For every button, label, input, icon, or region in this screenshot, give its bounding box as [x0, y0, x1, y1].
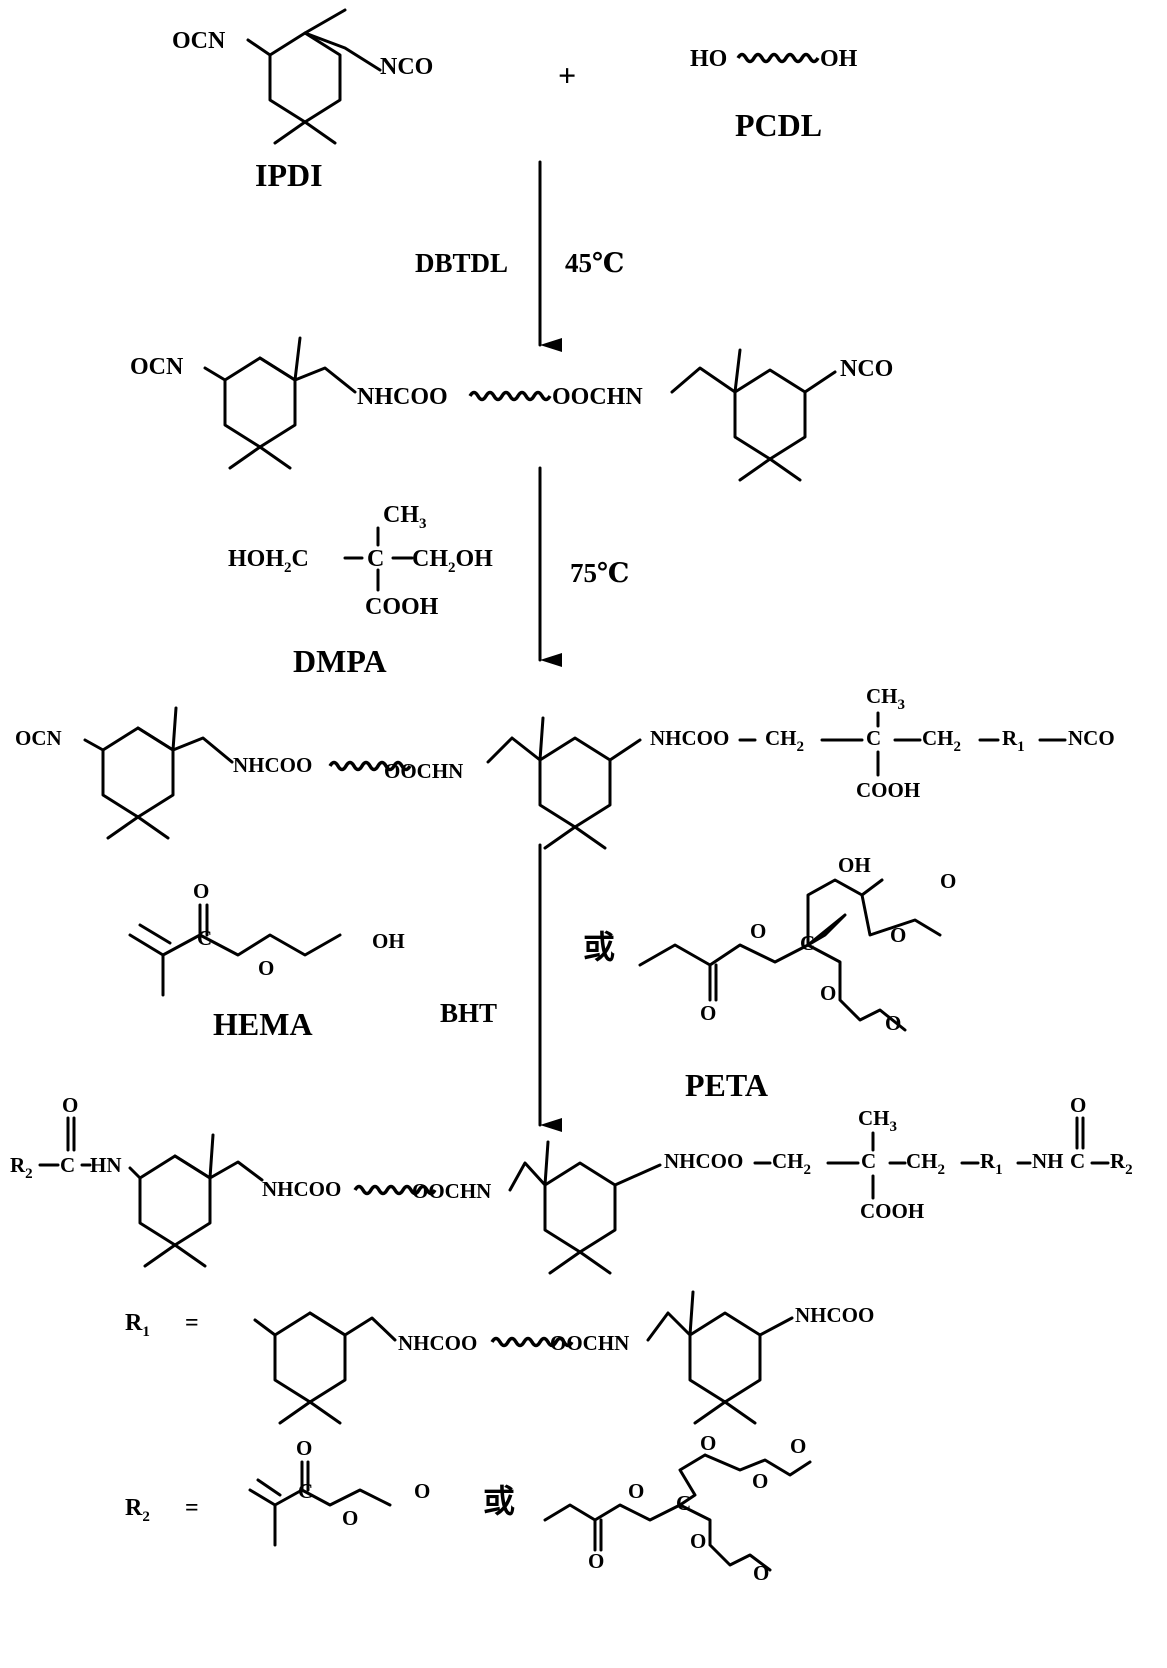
- dmpa-structure: CH3 HOH2C C CH2OH COOH DMPA: [228, 502, 493, 679]
- hema-carbonyl-o: O: [193, 879, 209, 903]
- product-link-right: OOCHN: [412, 1179, 491, 1203]
- product-o-left: O: [62, 1093, 78, 1117]
- r1-def-label: R1: [125, 1310, 150, 1340]
- peta-o-3: O: [890, 923, 906, 947]
- r2-peta-c: C: [676, 1491, 691, 1515]
- product-cooh: COOH: [860, 1199, 924, 1223]
- r2-peta-o7: O: [753, 1561, 769, 1585]
- r2-hema-o1: O: [296, 1436, 312, 1460]
- r1-link-right: OOCHN: [550, 1331, 629, 1355]
- r2-def-equals: =: [185, 1495, 199, 1521]
- temperature-75: 75℃: [570, 558, 629, 588]
- product-c-left: C: [60, 1153, 75, 1177]
- peta-center-c: C: [800, 931, 815, 955]
- product-link3: NHCOO: [664, 1149, 743, 1173]
- r2-peta-o6: O: [690, 1529, 706, 1553]
- product-structure: R2 C O HN NHCOO OOCHN NHCOO CH2 C CH3 CH…: [10, 1093, 1133, 1273]
- dmpa-right: CH2OH: [412, 546, 493, 576]
- prepolymer2-ch2a: CH2: [765, 726, 804, 755]
- r1-definition: R1 = NHCOO OOCHN NHCOO: [125, 1292, 874, 1423]
- r2-def-label: R2: [125, 1495, 150, 1525]
- pcdl-oh: OH: [820, 46, 858, 72]
- product-r2-right: R2: [1110, 1149, 1133, 1178]
- prepolymer1-link-left: NHCOO: [357, 384, 448, 410]
- catalyst-label: DBTDL: [415, 248, 508, 278]
- dmpa-center-c: C: [367, 546, 384, 572]
- hema-name: HEMA: [213, 1006, 313, 1042]
- product-c-right: C: [1070, 1149, 1085, 1173]
- ipdi-name: IPDI: [255, 157, 323, 193]
- dmpa-name: DMPA: [293, 643, 387, 679]
- pcdl-structure: HO OH PCDL: [690, 46, 858, 143]
- dmpa-left: HOH2C: [228, 546, 309, 576]
- pcdl-name: PCDL: [735, 107, 822, 143]
- peta-name: PETA: [685, 1067, 768, 1103]
- arrow-step2: 75℃: [540, 468, 629, 660]
- r2-peta-o1: O: [700, 1431, 716, 1455]
- arrow-step1: DBTDL 45℃: [415, 162, 624, 345]
- prepolymer1-ocn: OCN: [130, 354, 184, 380]
- peta-o-6: O: [885, 1011, 901, 1035]
- r2-hema-o2: O: [342, 1506, 358, 1530]
- product-center-c: C: [861, 1149, 876, 1173]
- hema-c: C: [197, 926, 212, 950]
- prepolymer2-r1: R1: [1002, 726, 1025, 755]
- product-hn: HN: [90, 1153, 122, 1177]
- product-nh: NH: [1032, 1149, 1064, 1173]
- ipdi-nco-label: NCO: [380, 54, 433, 80]
- r2-definition: R2 = O C O O 或 C O O O O O O O: [125, 1431, 810, 1585]
- or-label-1: 或: [583, 929, 615, 965]
- pcdl-ho: HO: [690, 46, 727, 72]
- ipdi-ocn-label: OCN: [172, 28, 226, 54]
- peta-o-1: O: [750, 919, 766, 943]
- ipdi-structure: OCN NCO IPDI: [172, 10, 433, 193]
- prepolymer2-link-left: NHCOO: [233, 753, 312, 777]
- prepolymer2-center-c: C: [866, 726, 881, 750]
- product-ch2b: CH2: [906, 1149, 945, 1178]
- r2-hema-c: C: [298, 1479, 313, 1503]
- hema-structure: O C O OH HEMA: [130, 879, 405, 1042]
- r2-peta-o4: O: [752, 1469, 768, 1493]
- prepolymer1-structure: OCN NHCOO OOCHN NCO: [130, 338, 893, 480]
- r1-end: NHCOO: [795, 1303, 874, 1327]
- prepolymer2-ch3: CH3: [866, 684, 905, 713]
- r2-peta-o2: O: [628, 1479, 644, 1503]
- r2-peta-o3: O: [588, 1549, 604, 1573]
- plus-sign: +: [558, 57, 576, 93]
- peta-o-4: O: [940, 869, 956, 893]
- product-o-right: O: [1070, 1093, 1086, 1117]
- product-link-left: NHCOO: [262, 1177, 341, 1201]
- dmpa-cooh: COOH: [365, 594, 439, 620]
- product-r2-left: R2: [10, 1153, 33, 1182]
- prepolymer2-link-right: OOCHN: [384, 759, 463, 783]
- prepolymer2-structure: OCN NHCOO OOCHN NHCOO CH2 C CH3 CH2 R1 N…: [15, 684, 1115, 848]
- prepolymer1-nco: NCO: [840, 356, 893, 382]
- arrow-step3: BHT: [440, 845, 540, 1125]
- r1-def-equals: =: [185, 1310, 199, 1336]
- inhibitor-label: BHT: [440, 998, 497, 1028]
- product-r1: R1: [980, 1149, 1003, 1178]
- temperature-45: 45℃: [565, 248, 624, 278]
- peta-o-2: O: [700, 1001, 716, 1025]
- or-label-2: 或: [483, 1483, 515, 1519]
- peta-o-5: O: [820, 981, 836, 1005]
- hema-oh: OH: [372, 929, 405, 953]
- hema-ester-o: O: [258, 956, 274, 980]
- r2-hema-o3: O: [414, 1479, 430, 1503]
- r2-peta-o5: O: [790, 1434, 806, 1458]
- product-ch2a: CH2: [772, 1149, 811, 1178]
- dmpa-ch3: CH3: [383, 502, 427, 532]
- r1-link-left: NHCOO: [398, 1331, 477, 1355]
- peta-structure: OH C O O O O O O PETA: [640, 853, 956, 1103]
- prepolymer2-ocn: OCN: [15, 726, 62, 750]
- prepolymer2-ch2b: CH2: [922, 726, 961, 755]
- prepolymer2-link3: NHCOO: [650, 726, 729, 750]
- product-ch3: CH3: [858, 1106, 897, 1135]
- peta-oh: OH: [838, 853, 871, 877]
- prepolymer1-link-right: OOCHN: [552, 384, 643, 410]
- prepolymer2-nco: NCO: [1068, 726, 1115, 750]
- prepolymer2-cooh: COOH: [856, 778, 920, 802]
